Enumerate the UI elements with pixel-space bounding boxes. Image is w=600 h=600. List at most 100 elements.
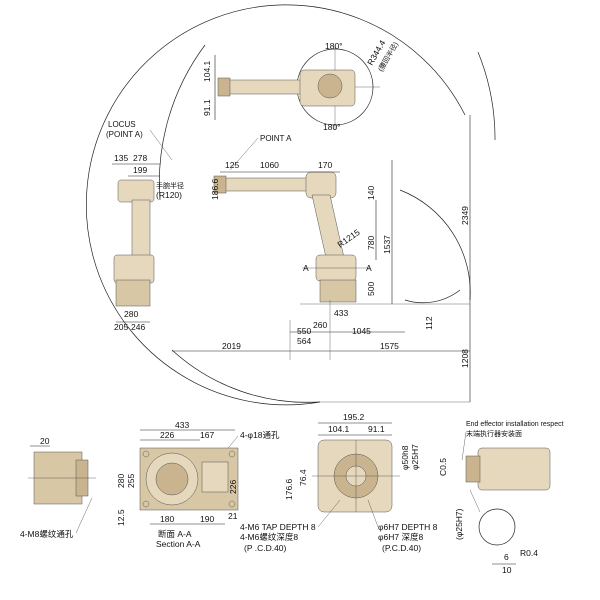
side-dim-1575: 1575 [380,341,399,351]
front-view: LOCUS (POINT A) 135 278 199 手腕半径 (R120) … [106,120,184,332]
effector-dim-10: 10 [502,565,512,575]
locus-leader [149,129,173,161]
effector-flange [465,455,481,483]
base-side-view: 20 4-M8螺纹通孔 [20,436,96,539]
sec-hole-tr [228,450,236,458]
sec-title-cn: 断面 A-A [158,529,192,539]
side-dim-2019: 2019 [222,341,241,351]
side-dim-780: 780 [366,236,376,250]
top-angle-bottom: 180° [323,122,341,132]
top-dim-104-1: 104.1 [202,60,212,82]
sec-dim-12-5: 12.5 [116,509,126,526]
effector-r0-4: R0.4 [520,548,538,558]
side-dim-170: 170 [318,160,332,170]
sec-dim-255: 255 [126,474,136,488]
side-dim-1208: 1208 [460,349,470,368]
flange-view: 195.2 104.1 91.1 176.6 76.4 φ50h8 φ25H7 … [240,412,438,553]
flange-pcd-a: (P .C.D.40) [244,543,287,553]
top-wrist [217,77,231,97]
point-a-label: POINT A [260,134,292,143]
side-elbow [305,171,337,199]
side-dim-1537: 1537 [382,235,392,254]
sec-side-block [201,461,229,493]
front-body [113,254,155,284]
effector-leader [461,431,467,461]
sec-hole-tl [142,450,150,458]
point-a-leader [229,137,259,171]
front-dim-199: 199 [133,165,147,175]
side-dim-1045: 1045 [352,326,371,336]
top-arm [221,79,303,95]
sec-dim-21: 21 [228,511,238,521]
side-base [319,279,357,303]
sec-center-inner [155,462,189,496]
effector-c0-5: C0.5 [438,458,448,476]
sec-hole-bl [142,500,150,508]
effector-note-cn: 末端执行器安装面 [466,429,522,438]
side-dim-260: 260 [313,320,327,330]
flange-dim-195-2: 195.2 [343,412,365,422]
front-arm [131,199,151,259]
section-aa-view: 433 226 167 4-φ18通孔 280 255 12.5 226 21 … [116,420,280,549]
side-dim-112: 112 [424,316,434,330]
r120-label: (R120) [156,190,182,200]
sec-title-en: Section A-A [156,539,201,549]
sec-dim-167: 167 [200,430,214,440]
side-dim-140: 140 [366,186,376,200]
flange-tap-en: 4-M6 TAP DEPTH 8 [240,522,316,532]
side-dim-564: 564 [297,336,311,346]
side-dim-550: 550 [297,326,311,336]
sec-dim-190: 190 [200,514,214,524]
flange-phi6-en: φ6H7 DEPTH 8 [378,522,438,532]
side-r1215: R1215 [335,227,361,250]
front-base [115,279,151,307]
front-dim-205: 205 [114,322,128,332]
outer-locus-left-arc [159,44,206,201]
side-dim-2349: 2349 [460,206,470,225]
side-dim-186-6: 186.6 [210,178,220,200]
base-hole-note: 4-M8螺纹通孔 [20,529,74,539]
top-angle-top: 180° [325,41,343,51]
section-a-right: A [366,263,372,273]
front-dim-280: 280 [124,309,138,319]
effector-note-en: End effector installation respect [466,421,564,428]
flange-pcd-b: (P.C.D.40) [382,543,421,553]
flange-dim-104-1: 104.1 [328,424,350,434]
sec-hole-br [228,500,236,508]
flange-phi25: φ25H7 [410,444,420,470]
front-dim-246: 246 [131,322,145,332]
section-a-left: A [303,263,309,273]
effector-detail-circle [478,508,516,546]
front-dim-135: 135 [114,153,128,163]
effector-detail-view: End effector installation respect 末端执行器安… [438,421,564,575]
base-dim-20: 20 [40,436,50,446]
sec-dim-226: 226 [160,430,174,440]
envelope-bottom-arc [171,349,321,403]
effector-dim-6: 6 [504,552,509,562]
side-upper-arm [311,194,346,263]
base-hole-leader [75,497,93,534]
sec-phi18-note: 4-φ18通孔 [240,430,280,440]
locus-label: LOCUS [108,120,136,129]
envelope-lower-arc [404,289,461,304]
sec-dim-433: 433 [175,420,189,430]
side-dim-1060: 1060 [260,160,279,170]
flange-tap-cn: 4-M6螺纹深度8 [240,532,298,542]
flange-phi6-leader [367,499,379,528]
side-dim-125: 125 [225,160,239,170]
envelope-outer-arc [86,4,466,406]
flange-dim-91-1: 91.1 [368,424,385,434]
effector-detail-leader [469,489,481,513]
flange-dim-76-4: 76.4 [298,469,308,486]
effector-wrist [477,447,551,491]
effector-phi25-paren: (φ25H7) [454,508,464,540]
flange-phi6-cn: φ6H7 深度8 [378,532,423,542]
side-view: POINT A 125 1060 170 186.6 140 780 1537 … [86,4,471,406]
locus-point-a: (POINT A) [106,130,143,139]
sec-dim-180: 180 [160,514,174,524]
side-dim-433: 433 [334,308,348,318]
flange-tap-leader [317,499,341,528]
front-dim-278: 278 [133,153,147,163]
flange-dim-176-6: 176.6 [284,478,294,500]
